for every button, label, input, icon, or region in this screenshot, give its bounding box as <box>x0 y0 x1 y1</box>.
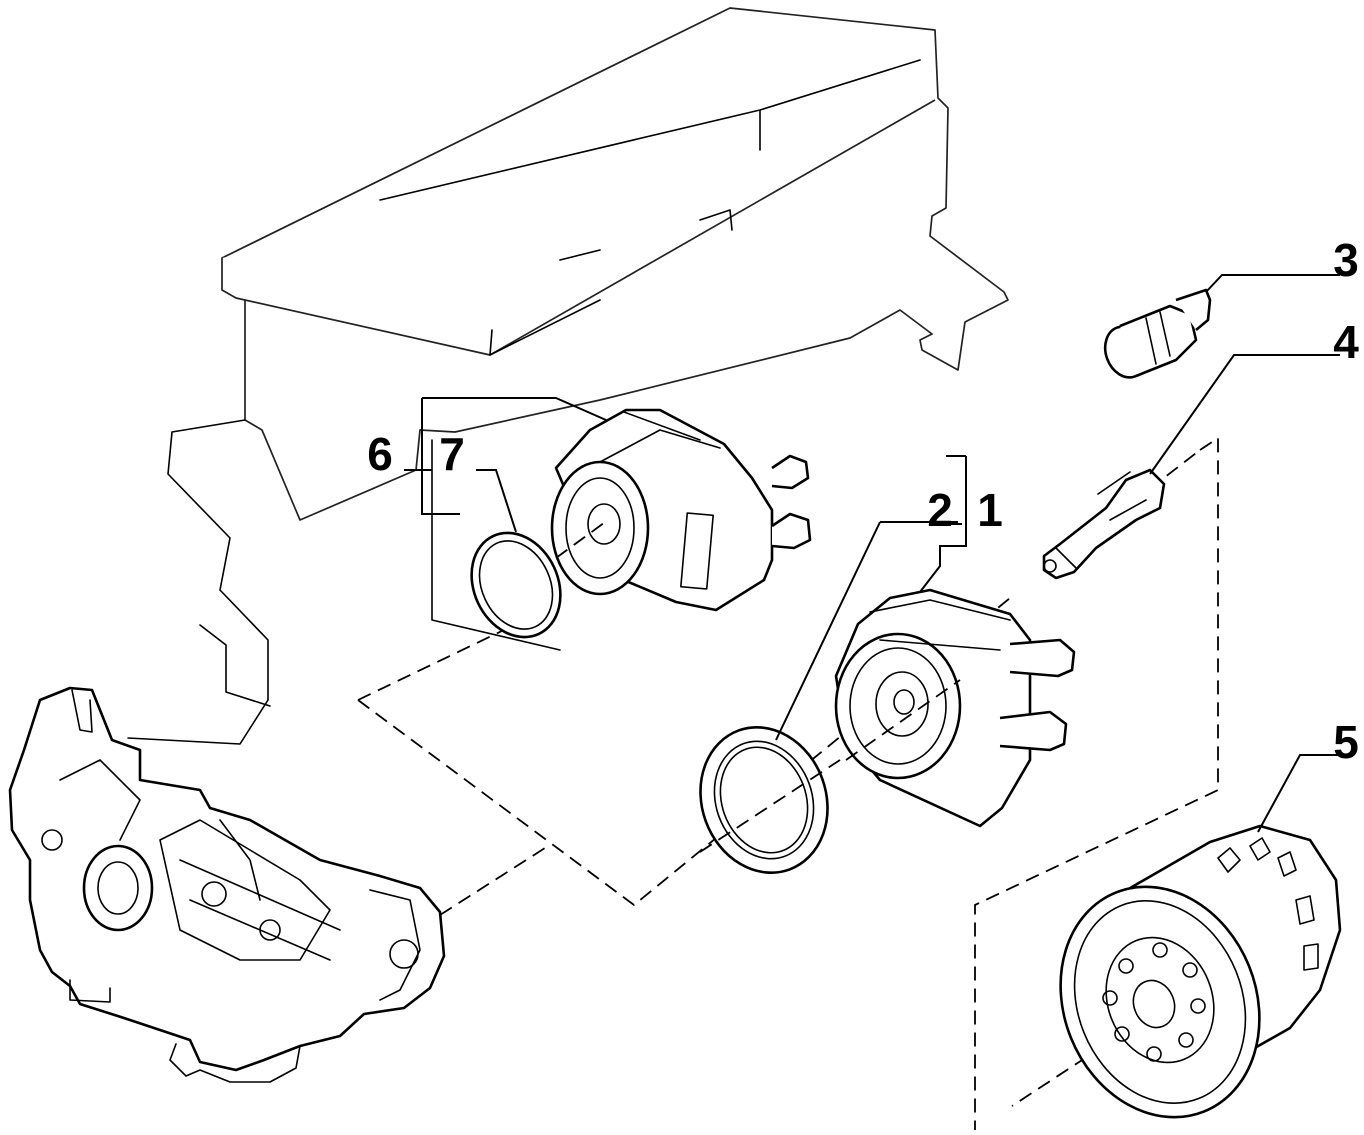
union-fitting <box>1103 288 1212 379</box>
callout-1: 1 <box>977 484 1003 536</box>
callout-7: 7 <box>439 428 465 480</box>
callout-2: 2 <box>927 484 953 536</box>
callout-labels: 1 2 3 4 5 6 7 <box>367 234 1359 768</box>
callout-5: 5 <box>1333 716 1359 768</box>
o-ring-seal <box>470 531 562 639</box>
oil-pump-housing <box>8 686 446 1083</box>
oil-filter-cartridge <box>1059 824 1342 1119</box>
engine-block-outline <box>127 7 1009 745</box>
oil-cooler-heat-exchanger <box>834 588 1076 828</box>
oil-cooler-assembly <box>550 408 812 612</box>
callout-6: 6 <box>367 428 393 480</box>
threaded-stud <box>1042 468 1166 580</box>
gasket-ring <box>699 726 841 874</box>
leader-lines <box>404 274 1340 833</box>
callout-4: 4 <box>1333 316 1359 368</box>
callout-3: 3 <box>1333 234 1359 286</box>
